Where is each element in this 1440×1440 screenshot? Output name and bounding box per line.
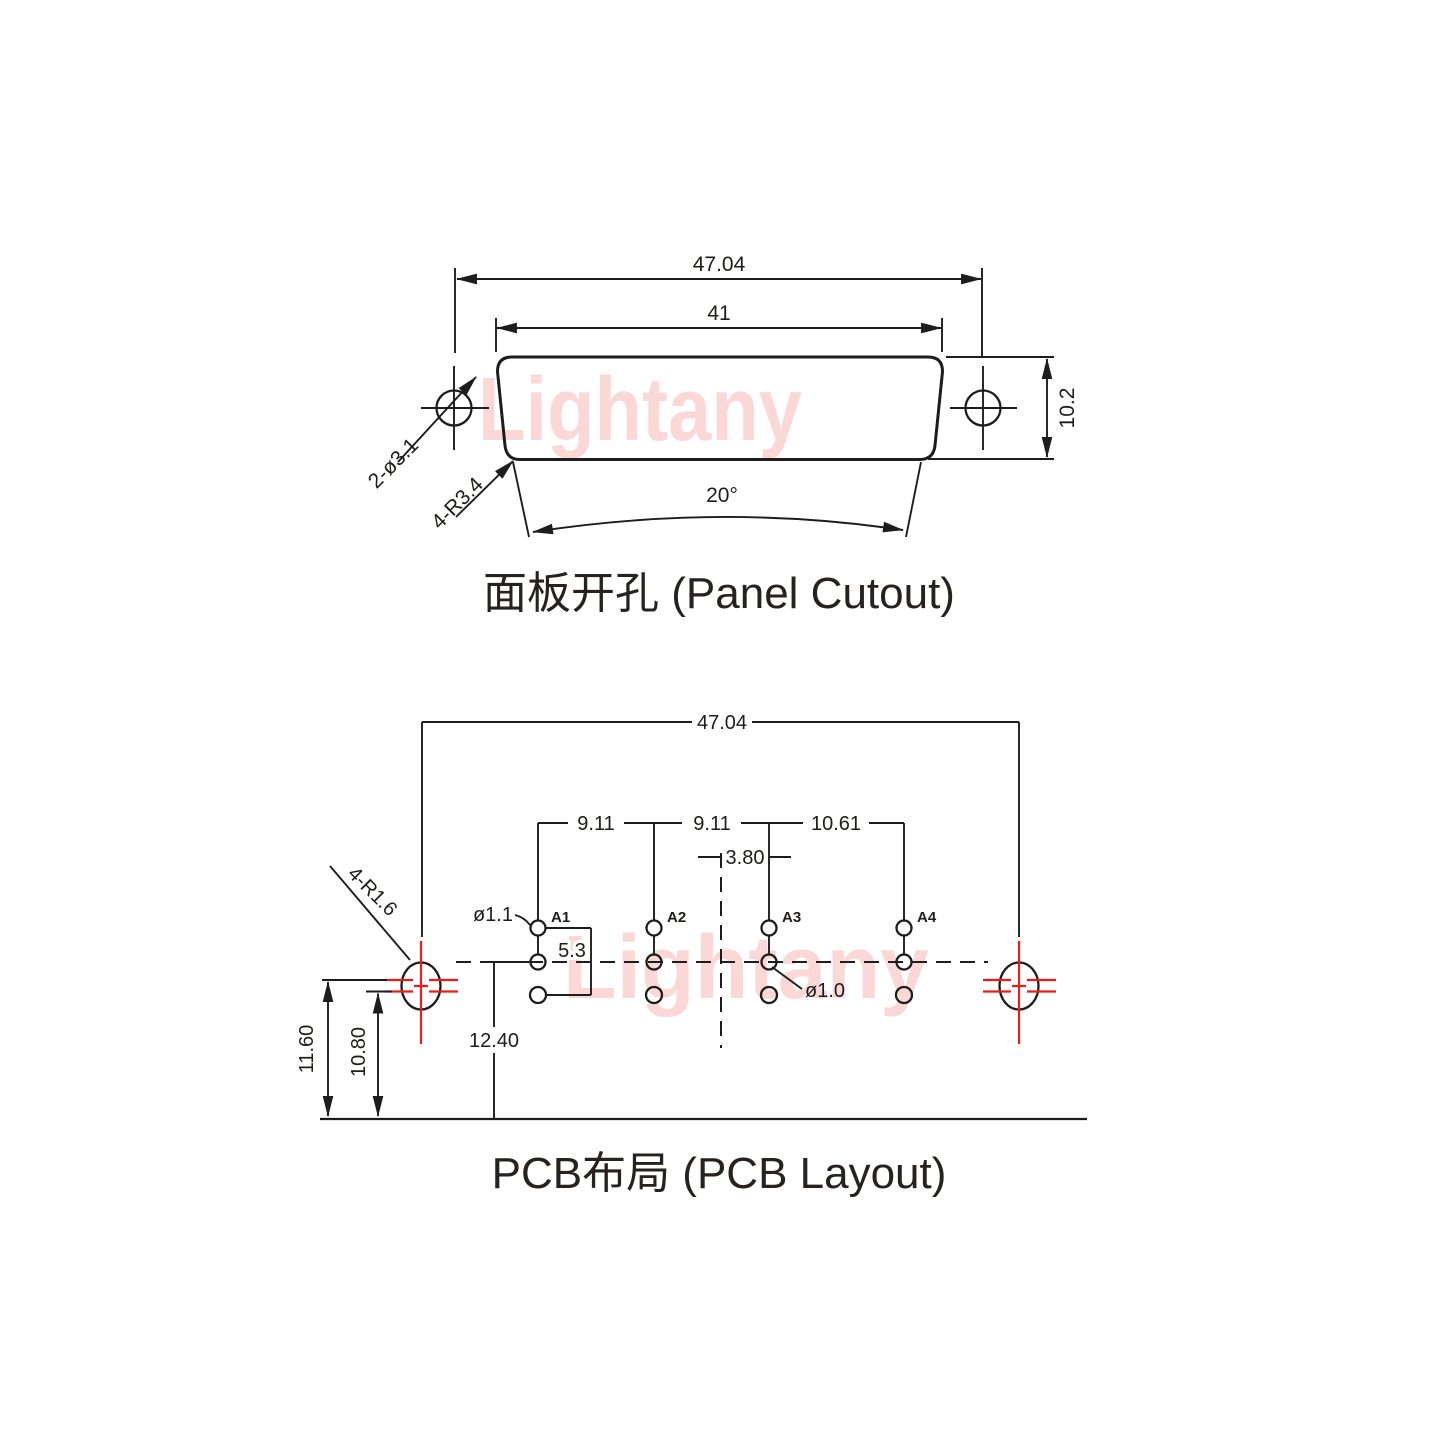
panel-mount-hole-right <box>950 366 1017 450</box>
pin-hole-bottom <box>759 985 779 1005</box>
pcb-dim-pin-hole: ø1.0 <box>805 980 845 1002</box>
angle-ext-right <box>905 461 922 538</box>
pcb-dim-mount-height-inner: 10.80 <box>348 1027 370 1077</box>
panel-dim-outer-width: 47.04 <box>693 253 746 276</box>
panel-cutout-drawing: Lightany 47.04 41 2-ø3.1 4-R3.4 <box>364 253 1079 618</box>
panel-dim-angle: 20° <box>706 484 738 507</box>
pin-hole-leader <box>771 966 803 990</box>
mount-hole-leader <box>397 376 477 463</box>
panel-cutout-title: 面板开孔 (Panel Cutout) <box>483 569 955 618</box>
pcb-dim-pitch-a2-a3: 9.11 <box>693 813 730 835</box>
pin-hole-bottom <box>528 985 548 1005</box>
pcb-layout-title: PCB布局 (PCB Layout) <box>492 1149 947 1198</box>
watermark-bottom: Lightany <box>563 918 929 1018</box>
pcb-mount-slot-right <box>983 941 1056 1044</box>
pcb-mount-slot-left <box>385 941 458 1044</box>
panel-label-corner-radius: 4-R3.4 <box>427 473 488 534</box>
pin-label-a1: A1 <box>551 909 570 926</box>
pcb-dim-span: 47.04 <box>697 712 747 734</box>
angle-ext-left <box>512 461 530 538</box>
pcb-dim-row-span: 5.3 <box>558 940 586 962</box>
pin-hole-bottom <box>644 985 664 1005</box>
pin-column-a3 <box>759 919 779 1005</box>
pin-hole-bottom <box>894 985 914 1005</box>
angle-arc <box>532 516 904 535</box>
corner-radius-leader <box>455 460 514 518</box>
slot-radius-leader <box>329 865 411 961</box>
pcb-dim-center-offset: 3.80 <box>726 847 765 869</box>
pin-column-a2 <box>644 919 664 1005</box>
pcb-dim-pin-depth: 12.40 <box>469 1030 519 1052</box>
pin-label-a2: A2 <box>667 909 686 926</box>
pcb-dim-mount-height-outer: 11.60 <box>296 1025 318 1074</box>
pin-label-a3: A3 <box>782 909 801 926</box>
pcb-layout-drawing: Lightany 47.04 9.11 9.11 10.61 3.80 <box>296 712 1087 1198</box>
panel-mount-hole-left <box>421 366 489 450</box>
panel-dim-height: 10.2 <box>1056 388 1079 429</box>
pin-column-a4 <box>894 919 914 1005</box>
panel-dim-inner-width: 41 <box>707 302 730 325</box>
panel-cutout-outline <box>495 355 945 461</box>
pin-label-a4: A4 <box>917 909 937 926</box>
pcb-dim-signal-hole: ø1.1 <box>473 904 513 926</box>
pcb-dim-pitch-a3-a4: 10.61 <box>811 813 861 835</box>
panel-label-mount-holes: 2-ø3.1 <box>364 434 423 493</box>
watermark-top: Lightany <box>478 360 802 460</box>
pcb-dim-pitch-a1-a2: 9.11 <box>577 813 614 835</box>
signal-hole-leader <box>514 914 531 926</box>
pin-hole-top <box>529 919 547 937</box>
